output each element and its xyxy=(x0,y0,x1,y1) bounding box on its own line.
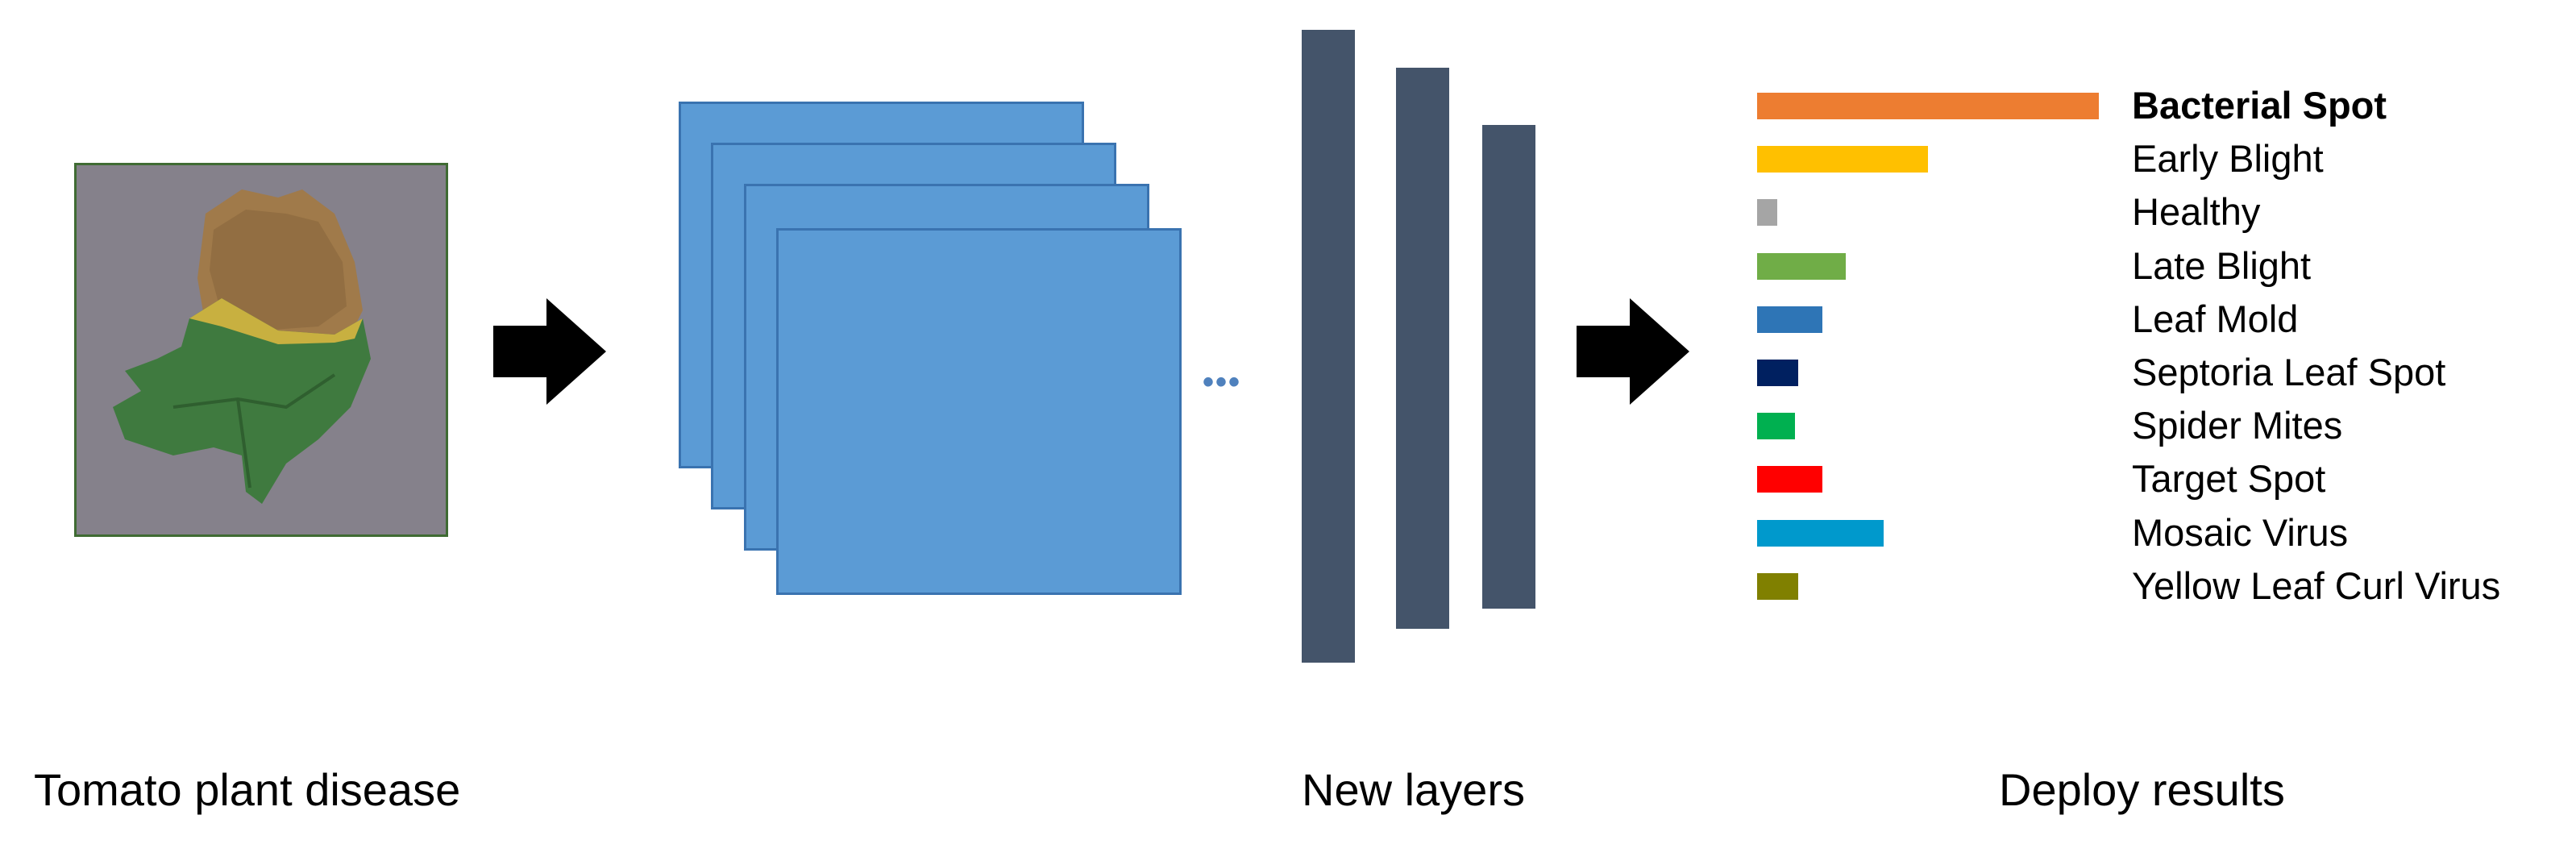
new-layer-3 xyxy=(1482,125,1535,609)
right-arrow-icon xyxy=(493,298,606,405)
result-bar xyxy=(1757,252,1846,280)
caption-input: Tomato plant disease xyxy=(34,764,461,815)
result-bar xyxy=(1757,306,1822,333)
result-label: Yellow Leaf Curl Virus xyxy=(2132,563,2501,607)
result-bar xyxy=(1757,146,1928,173)
result-bar xyxy=(1757,199,1777,227)
result-label: Mosaic Virus xyxy=(2132,510,2349,554)
result-label: Bacterial Spot xyxy=(2132,84,2387,127)
result-label: Late Blight xyxy=(2132,243,2312,287)
result-label: Leaf Mold xyxy=(2132,297,2299,340)
new-layer-1 xyxy=(1302,30,1355,663)
result-bar xyxy=(1757,360,1798,386)
result-label: Septoria Leaf Spot xyxy=(2132,351,2446,393)
caption-deploy-results: Deploy results xyxy=(1999,764,2285,815)
right-arrow-icon xyxy=(1577,298,1689,405)
result-label: Target Spot xyxy=(2132,457,2326,501)
ellipsis: ••• xyxy=(1203,364,1242,400)
result-bar xyxy=(1757,93,2099,119)
result-label: Healthy xyxy=(2132,190,2261,234)
new-layer-2 xyxy=(1396,68,1449,629)
result-bar xyxy=(1757,519,1884,547)
result-bar xyxy=(1757,572,1798,600)
result-label: Early Blight xyxy=(2132,137,2324,181)
tomato-leaf-image xyxy=(74,163,448,537)
conv-feature-map-4 xyxy=(776,228,1182,595)
result-bar xyxy=(1757,413,1795,440)
result-bar xyxy=(1757,466,1822,493)
caption-new-layers: New layers xyxy=(1302,764,1525,815)
result-label: Spider Mites xyxy=(2132,404,2343,447)
